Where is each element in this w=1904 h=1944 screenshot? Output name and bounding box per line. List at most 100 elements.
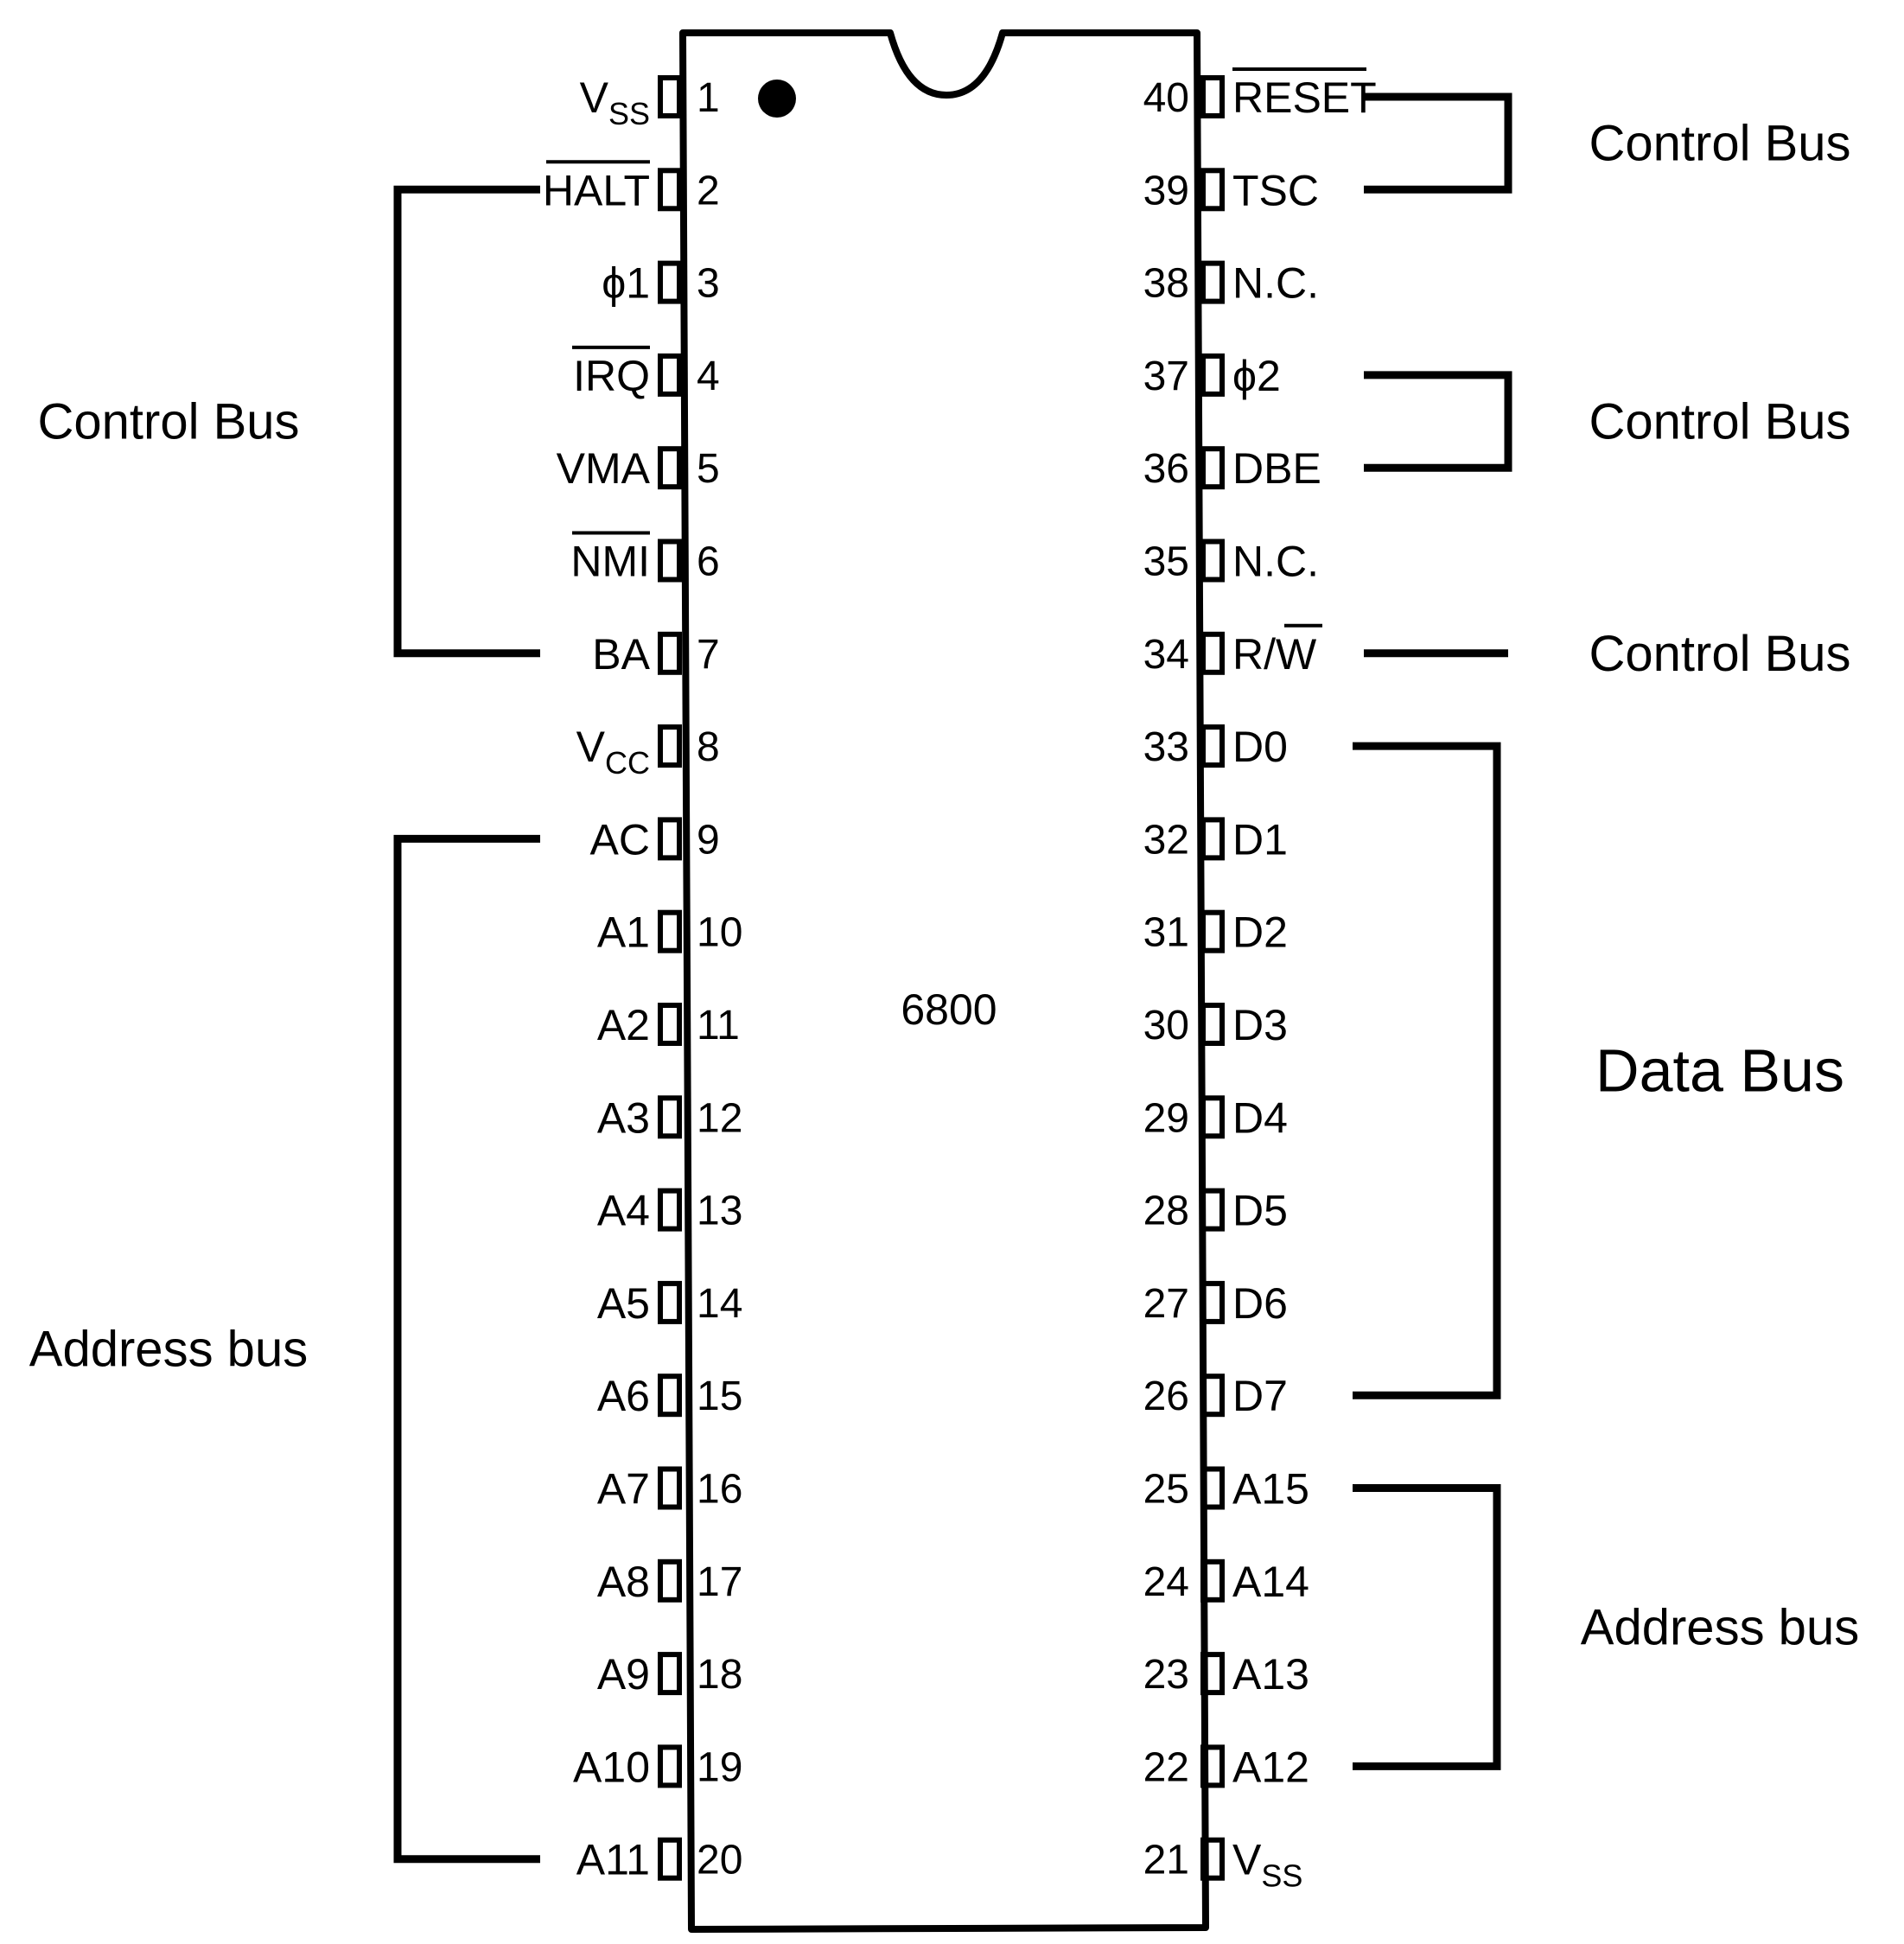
pin-pad xyxy=(658,353,682,397)
pin-10: 10 A1 xyxy=(597,908,743,957)
pin-number: 36 xyxy=(1143,446,1189,492)
pin-number: 21 xyxy=(1143,1838,1189,1883)
pin-label: A15 xyxy=(1232,1465,1309,1514)
pin-pad xyxy=(658,1374,682,1418)
pin-3: 3 ϕ1 xyxy=(602,259,720,308)
pin-number: 10 xyxy=(697,910,742,956)
bracket-line xyxy=(393,834,540,1864)
pin-7: 7BA xyxy=(592,630,719,679)
pin-number: 6 xyxy=(697,539,720,585)
bus-group-data-bus: Data Bus xyxy=(1353,742,1844,1399)
pin-pad xyxy=(658,1188,682,1232)
pin-pad xyxy=(1200,260,1225,304)
pin-pad xyxy=(658,446,682,490)
pin-number: 11 xyxy=(697,1003,740,1048)
chip-body xyxy=(679,29,1209,1933)
pin-label: A14 xyxy=(1232,1558,1309,1606)
pin-pad xyxy=(658,1466,682,1510)
bracket-line xyxy=(1353,742,1501,1399)
bus-group-control-bus: Control Bus xyxy=(1364,92,1851,194)
pin-pad xyxy=(658,1837,682,1881)
pin-number: 12 xyxy=(697,1095,742,1141)
pin-label: R/W xyxy=(1232,630,1317,679)
pin-label: A5 xyxy=(597,1279,650,1328)
bus-group-control-bus: Control Bus xyxy=(1364,626,1851,682)
bus-label: Address bus xyxy=(1581,1599,1859,1655)
pin-29: 29 D4 xyxy=(1143,1093,1288,1142)
pin-number: 14 xyxy=(697,1281,742,1327)
pin-12: 12 A3 xyxy=(597,1093,743,1142)
pin-label: D2 xyxy=(1232,908,1288,957)
pin-number: 3 xyxy=(697,261,720,307)
pin-pad xyxy=(1200,631,1225,675)
pin-number: 5 xyxy=(697,446,720,492)
pin-14: 14 A5 xyxy=(597,1279,743,1328)
pin-label: TSC xyxy=(1232,166,1319,214)
pin-label: ϕ1 xyxy=(602,259,650,308)
pin-label: NMI xyxy=(570,538,650,586)
bus-group-control-bus: Control Bus xyxy=(1364,371,1851,472)
pin-number: 30 xyxy=(1143,1003,1189,1048)
pin-pad xyxy=(1200,1466,1225,1510)
pin-number: 24 xyxy=(1143,1559,1189,1605)
pin-label: DBE xyxy=(1232,444,1321,493)
bus-label: Control Bus xyxy=(37,394,299,450)
pin-21: 21 VSS xyxy=(1143,1836,1303,1894)
bus-label: Control Bus xyxy=(1589,394,1850,450)
pin-number: 28 xyxy=(1143,1189,1189,1234)
pin-number: 38 xyxy=(1143,261,1189,307)
pin-24: 24 A14 xyxy=(1143,1558,1309,1606)
pin-number: 7 xyxy=(697,632,720,678)
pin-number: 2 xyxy=(697,168,720,214)
pin-number: 35 xyxy=(1143,539,1189,585)
pin-9: 9AC xyxy=(590,815,720,864)
pin-pad xyxy=(1200,909,1225,953)
pin-number: 19 xyxy=(697,1744,742,1790)
pin-label: AC xyxy=(590,815,650,864)
pin-number: 18 xyxy=(697,1652,742,1698)
pin-31: 31 D2 xyxy=(1143,908,1288,957)
pin-16: 16 A7 xyxy=(597,1465,743,1514)
pin-label: A1 xyxy=(597,908,650,957)
bracket-line xyxy=(393,185,540,658)
pin-pad xyxy=(1200,539,1225,583)
pin-pad xyxy=(1200,1558,1225,1603)
pin-label: D0 xyxy=(1232,723,1288,771)
bracket-line xyxy=(1364,371,1512,472)
pin-pad xyxy=(1200,1095,1225,1139)
bus-label: Control Bus xyxy=(1589,626,1850,682)
pin-label: VSS xyxy=(1232,1836,1302,1894)
pin-label: A3 xyxy=(597,1093,650,1142)
pin-label: D4 xyxy=(1232,1093,1288,1142)
pin-label: A7 xyxy=(597,1465,650,1514)
pin-number: 31 xyxy=(1143,910,1189,956)
pin-pad xyxy=(1200,1280,1225,1324)
pin-pad xyxy=(1200,724,1225,768)
pin-pad xyxy=(658,1652,682,1696)
pin-label: RESET xyxy=(1232,73,1377,122)
pin-label: IRQ xyxy=(573,352,650,400)
pin-number: 29 xyxy=(1143,1095,1189,1141)
bus-group-address-bus: Address bus xyxy=(1353,1484,1859,1770)
pin-number: 16 xyxy=(697,1467,742,1513)
pin-pad xyxy=(658,539,682,583)
pin-label: VSS xyxy=(580,73,650,131)
pin-label: A12 xyxy=(1232,1743,1309,1791)
pin-35: 35 N.C. xyxy=(1143,538,1319,586)
pin-label: ϕ2 xyxy=(1232,352,1281,400)
pin-label: N.C. xyxy=(1232,538,1319,586)
pin-number: 26 xyxy=(1143,1374,1189,1419)
pin-pad xyxy=(1200,1374,1225,1418)
